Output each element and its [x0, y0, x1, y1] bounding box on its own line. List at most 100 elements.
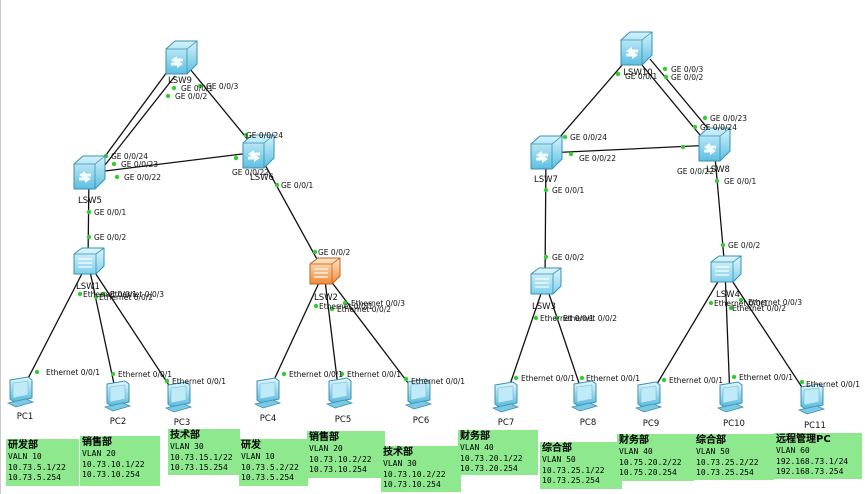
port-label: Ethernet 0/0/1	[669, 376, 723, 385]
link-lsw2-pc5[interactable]	[323, 271, 340, 396]
note-line: 10.73.10.254	[383, 480, 441, 489]
pc-keyboard	[570, 402, 599, 412]
note-department: 综合部	[542, 443, 572, 454]
port-label: Ethernet 0/0/1	[118, 370, 172, 379]
note-department: 技术部	[170, 430, 200, 441]
device-lsw5[interactable]	[73, 155, 106, 190]
port-indicator-dot	[165, 93, 171, 99]
link-lsw7-lsw3[interactable]	[544, 152, 547, 283]
link-lsw10-lsw8[interactable]	[641, 64, 701, 136]
port-indicator-dot	[799, 379, 805, 385]
port-indicator-dot	[171, 85, 177, 91]
note-department: 远程管理PC	[776, 434, 831, 445]
port-indicator-dot	[731, 374, 737, 380]
link-lsw4-pc9[interactable]	[647, 269, 726, 400]
link-lsw9-lsw5[interactable]	[104, 75, 176, 166]
link-lsw4-pc11[interactable]	[724, 269, 812, 402]
core-switch-body	[620, 31, 653, 66]
port-indicator-dot	[403, 376, 409, 382]
device-lsw3[interactable]	[530, 267, 562, 295]
note-department: 研发	[241, 440, 261, 451]
device-lsw8[interactable]	[698, 127, 731, 162]
port-label: GE 0/0/22	[677, 167, 714, 176]
pc-keyboard	[164, 403, 193, 413]
access-switch-body	[710, 255, 742, 283]
device-pc3[interactable]	[164, 381, 193, 413]
port-indicator-dot	[86, 234, 92, 240]
link-lsw1-pc3[interactable]	[87, 261, 179, 400]
device-pc1[interactable]	[6, 376, 35, 408]
port-label: Ethernet 0/0/1	[586, 374, 640, 383]
switch-arrows-icon	[248, 150, 260, 162]
device-pc2[interactable]	[103, 380, 132, 412]
pc-screen	[331, 381, 348, 400]
device-pc9[interactable]	[634, 381, 663, 413]
port-indicator-dot	[164, 378, 170, 384]
access-switch-body	[73, 247, 105, 275]
device-lsw9[interactable]	[165, 40, 198, 75]
note-line: VLAN 20	[82, 449, 116, 458]
link-lsw10-lsw8[interactable]	[649, 58, 711, 132]
device-pc5[interactable]	[325, 377, 354, 409]
note-line: VLAN 30	[383, 459, 417, 468]
device-lsw7[interactable]	[530, 135, 563, 170]
link-lsw4-pc10[interactable]	[724, 269, 731, 400]
link-lsw9-lsw5[interactable]	[102, 71, 168, 160]
device-label: LSW6	[250, 173, 274, 183]
devices-layer	[6, 31, 826, 415]
link-lsw3-pc8[interactable]	[544, 281, 585, 399]
pc-screen	[576, 384, 593, 403]
port-label: Ethernet 0/0/3	[351, 299, 405, 308]
port-indicator-dot	[342, 300, 348, 306]
note-department: 销售部	[309, 432, 339, 443]
link-lsw5-lsw6[interactable]	[88, 151, 259, 174]
device-pc7[interactable]	[491, 381, 520, 413]
device-pc10[interactable]	[716, 381, 745, 413]
link-lsw3-pc7[interactable]	[504, 281, 546, 400]
pc-screen	[12, 380, 29, 399]
note-line: 10.73.10.2/22	[383, 469, 446, 479]
device-pc6[interactable]	[404, 378, 433, 410]
link-lsw7-lsw8[interactable]	[545, 144, 715, 154]
switch-arrows-icon	[79, 171, 91, 183]
device-label: LSW7	[534, 175, 558, 185]
port-label: Ethernet 0/0/1	[411, 377, 465, 386]
link-lsw2-pc6[interactable]	[323, 271, 419, 397]
port-label: GE 0/0/3	[206, 82, 239, 91]
device-pc4[interactable]	[253, 377, 282, 409]
device-lsw6[interactable]	[242, 134, 275, 169]
port-indicator-dot	[34, 369, 40, 375]
link-lsw1-pc1[interactable]	[19, 261, 89, 395]
note-line: 192.168.73.1/24	[776, 456, 849, 466]
device-lsw1[interactable]	[73, 247, 105, 275]
link-lsw8-lsw4[interactable]	[713, 144, 726, 271]
core-switch-body	[165, 40, 198, 75]
device-label: LSW9	[168, 76, 192, 86]
note-line: VLAN 30	[170, 442, 204, 451]
port-label: GE 0/0/1	[94, 208, 127, 217]
port-indicator-dot	[661, 377, 667, 383]
port-indicator-dot	[702, 115, 708, 121]
device-label: LSW8	[706, 165, 730, 175]
device-lsw10[interactable]	[620, 31, 653, 66]
note-line: 10.75.20.254	[619, 468, 677, 477]
note-line: VLAN 50	[542, 455, 576, 464]
device-pc11[interactable]	[797, 383, 826, 415]
device-lsw2[interactable]	[309, 257, 341, 285]
port-indicator-dot	[533, 315, 539, 321]
port-indicator-dot	[313, 303, 319, 309]
note-line: VLAN 10	[241, 452, 275, 461]
access-switch-edge	[531, 267, 562, 294]
link-lsw2-pc4[interactable]	[266, 271, 325, 396]
device-pc8[interactable]	[570, 380, 599, 412]
device-lsw4[interactable]	[710, 255, 742, 283]
pc-keyboard	[325, 399, 354, 409]
port-indicator-dot	[714, 178, 720, 184]
device-label: PC9	[643, 419, 659, 429]
